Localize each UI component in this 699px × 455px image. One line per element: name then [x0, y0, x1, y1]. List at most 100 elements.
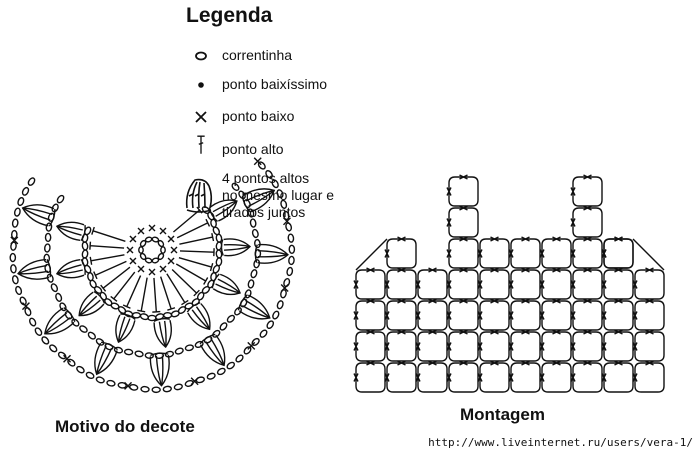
chain-stitch	[83, 226, 92, 236]
chain-stitch	[81, 257, 89, 267]
double-crochet-mark	[175, 263, 209, 285]
chain-stitch	[288, 244, 296, 255]
motif-square	[570, 205, 603, 238]
motif-square	[570, 329, 603, 362]
chain-stitch	[11, 218, 19, 228]
chain-stitch	[139, 313, 149, 321]
legend-label-slip: ponto baixíssimo	[222, 76, 328, 92]
motif-square	[446, 267, 479, 300]
chain-stitch	[124, 310, 134, 318]
motif-square	[415, 267, 448, 300]
source-url: http://www.liveinternet.ru/users/vera-1/	[428, 436, 693, 449]
motif-square	[384, 360, 417, 393]
single-crochet-mark	[63, 354, 72, 363]
chain-stitch	[83, 264, 92, 274]
chain-stitch	[113, 346, 124, 354]
chain-stitch	[11, 229, 18, 240]
chain-stitch	[13, 207, 21, 217]
motif-square	[477, 267, 510, 300]
legend-label-cluster-2: no mesmo lugar e	[222, 187, 335, 203]
motif-square	[539, 236, 572, 269]
chain-stitch	[34, 327, 43, 336]
single-crochet-mark	[126, 246, 134, 254]
double-crochet-mark	[110, 271, 136, 302]
chain-stitch	[287, 233, 295, 243]
double-crochet-mark	[176, 218, 211, 239]
chain-stitch	[81, 249, 89, 259]
assembly-caption: Montagem	[460, 405, 545, 424]
cluster-stitch	[55, 221, 86, 242]
single-crochet-mark	[253, 157, 262, 166]
chain-stitch	[288, 255, 295, 266]
chain-stitch	[44, 243, 51, 253]
chain-stitch	[210, 272, 217, 282]
chain-stitch	[140, 385, 150, 393]
chain-stitch	[117, 306, 127, 314]
motif-square	[384, 236, 417, 269]
motif-square	[601, 236, 634, 269]
double-crochet-mark	[179, 233, 215, 245]
chain-stitch	[235, 354, 244, 363]
chain-stitch	[129, 383, 139, 391]
chain-stitch	[144, 236, 153, 243]
chain-stitch	[93, 285, 103, 294]
motif-square	[446, 205, 479, 238]
chain-stitch	[151, 236, 160, 243]
chain-stitch	[10, 241, 17, 251]
cluster-stitch	[78, 290, 106, 317]
chain-stitch	[215, 241, 223, 251]
chain-stitch	[41, 336, 50, 345]
single-crochet-mark	[10, 236, 19, 245]
chain-stitch	[184, 344, 194, 352]
chain-stitch	[170, 310, 180, 318]
chain-stitch	[15, 285, 23, 296]
legend-label-double: ponto alto	[222, 141, 284, 157]
cluster-stitch	[115, 313, 136, 344]
chain-stitch	[276, 300, 284, 310]
chain-stitch	[29, 317, 37, 327]
single-crochet-mark	[159, 227, 167, 235]
single-crochet-mark	[167, 257, 175, 265]
chain-stitch	[151, 257, 160, 264]
cluster-stitch	[55, 258, 86, 279]
cluster-stitch	[17, 258, 52, 280]
motif-square	[415, 360, 448, 393]
chain-stitch	[234, 307, 242, 316]
chain-stitch	[272, 310, 280, 320]
motif-square	[353, 360, 386, 393]
chain-stitch-icon	[195, 51, 207, 61]
chain-stitch	[247, 279, 255, 289]
motif-square	[632, 329, 665, 362]
single-crochet-mark	[247, 341, 256, 350]
motif-square	[446, 298, 479, 331]
legend-label-cluster-3: tirados juntos	[222, 204, 306, 220]
chain-stitch	[286, 266, 294, 277]
chain-stitch	[154, 352, 165, 359]
chain-stitch	[215, 249, 223, 259]
double-crochet-mark	[89, 241, 125, 250]
chain-stitch	[123, 348, 134, 356]
motif-square	[601, 329, 634, 362]
chain-stitch	[215, 233, 223, 243]
cluster-stitch	[199, 333, 226, 367]
chain-stitch	[51, 203, 59, 213]
double-crochet-mark	[91, 226, 126, 243]
motif-square	[508, 329, 541, 362]
single-crochet-mark	[124, 381, 133, 390]
chain-stitch	[110, 302, 120, 310]
single-crochet-mark	[137, 265, 145, 273]
chain-stitch	[162, 385, 172, 393]
chain-stitch	[240, 298, 248, 308]
chain-stitch	[283, 277, 291, 288]
double-crochet-mark	[159, 276, 176, 311]
chain-stitch	[280, 289, 287, 299]
chain-stitch	[87, 272, 94, 282]
chain-stitch	[104, 298, 113, 307]
chain-stitch	[59, 302, 67, 312]
cluster-stitch	[220, 238, 251, 257]
motif-square	[384, 267, 417, 300]
cluster-stitch	[186, 302, 211, 331]
motif-caption: Motivo do decote	[55, 417, 195, 436]
double-crochet-mark	[178, 257, 214, 272]
